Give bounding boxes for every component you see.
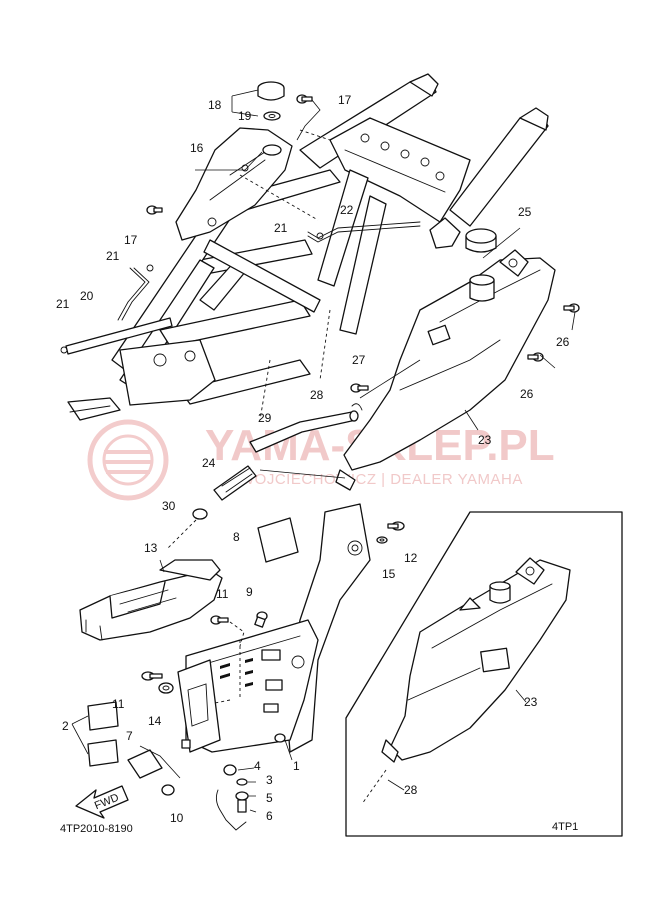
inset-label: 4TP1 [552, 821, 578, 833]
callout-16: 16 [190, 141, 204, 155]
battery-cover [79, 559, 223, 641]
callout-21-mid: 21 [106, 249, 120, 263]
callout-4: 4 [254, 759, 261, 773]
diagram-code: 4TP2010-8190 [60, 823, 133, 835]
callout-26-right: 26 [556, 335, 570, 349]
callout-5: 5 [266, 791, 273, 805]
callout-6: 6 [266, 809, 273, 823]
callout-28-inset: 28 [404, 783, 418, 797]
callout-27: 27 [352, 353, 366, 367]
hose-breather [167, 410, 359, 549]
callout-17-top: 17 [338, 93, 352, 107]
callout-10: 10 [170, 811, 184, 825]
battery-box [177, 503, 371, 761]
small-parts: FWD [71, 517, 405, 831]
callout-7: 7 [126, 729, 133, 743]
hoses [60, 221, 421, 355]
callout-17-left: 17 [124, 233, 138, 247]
callout-14: 14 [148, 714, 162, 728]
callout-24: 24 [202, 456, 216, 470]
callout-12: 12 [404, 551, 418, 565]
callout-22: 22 [340, 203, 354, 217]
callouts: 1 2 3 4 5 6 7 8 9 10 11 11 12 13 14 15 1… [56, 93, 570, 825]
callout-11-lower: 11 [112, 697, 125, 711]
watermark-logo [87, 419, 169, 501]
callout-23-main: 23 [478, 433, 492, 447]
callout-15: 15 [382, 567, 396, 581]
callout-2: 2 [62, 719, 69, 733]
watermark-subtitle: WOJCIECHOWICZ | DEALER YAMAHA [240, 471, 523, 488]
callout-21-left: 21 [56, 297, 70, 311]
callout-23-inset: 23 [524, 695, 538, 709]
callout-3: 3 [266, 773, 273, 787]
callout-25: 25 [518, 205, 532, 219]
callout-9: 9 [246, 585, 253, 599]
callout-30: 30 [162, 499, 176, 513]
air-box-bracket [146, 81, 331, 241]
inset-panel [345, 511, 623, 837]
fwd-arrow-icon [75, 785, 129, 819]
callout-18: 18 [208, 98, 222, 112]
callout-29: 29 [258, 411, 272, 425]
callout-21-top: 21 [274, 221, 288, 235]
callout-11-upper: 11 [216, 587, 229, 601]
callout-26-lower: 26 [520, 387, 534, 401]
callout-28-main: 28 [310, 388, 324, 402]
callout-13: 13 [144, 541, 158, 555]
callout-1: 1 [293, 759, 300, 773]
tank-main [335, 227, 580, 491]
callout-20: 20 [80, 289, 94, 303]
callout-8: 8 [233, 530, 240, 544]
callout-19: 19 [238, 109, 252, 123]
